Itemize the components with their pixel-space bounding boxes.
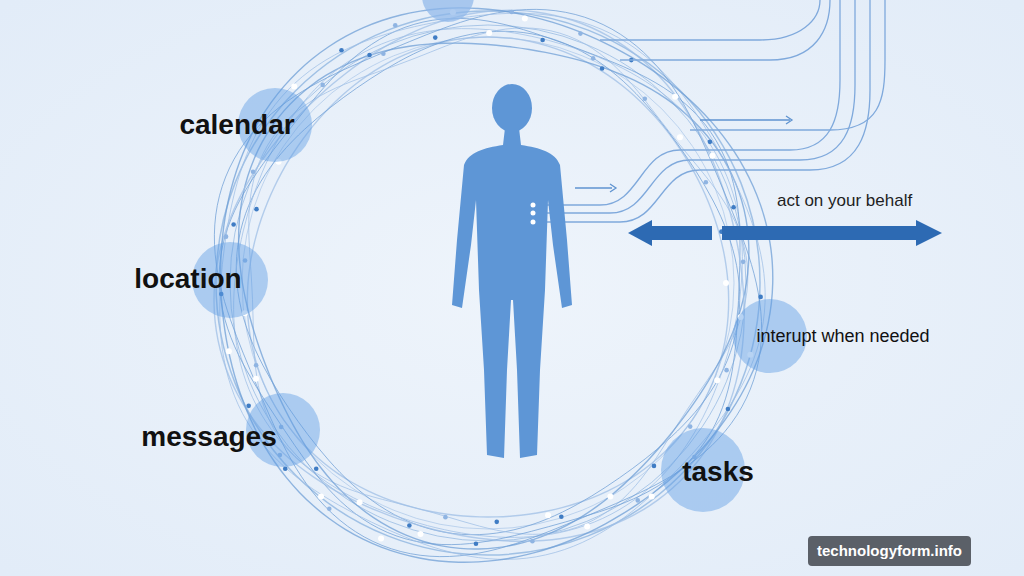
data-dot	[418, 531, 424, 537]
data-dot	[291, 83, 297, 89]
data-dot	[522, 16, 528, 22]
data-dot	[253, 376, 259, 382]
data-dot	[433, 35, 438, 40]
data-dot	[530, 539, 535, 544]
data-dot	[318, 493, 324, 499]
calendar-circle: calendar	[238, 88, 312, 162]
data-dot	[584, 524, 590, 530]
data-dot	[607, 493, 613, 499]
data-dot	[494, 520, 499, 525]
data-dot	[339, 48, 344, 53]
data-dot	[357, 499, 363, 505]
node-label: messages	[141, 422, 276, 453]
data-dot	[704, 180, 709, 185]
data-dot	[367, 53, 372, 58]
data-dot	[709, 153, 715, 159]
data-dot	[486, 30, 492, 36]
data-dot	[231, 222, 236, 227]
data-dot	[327, 506, 332, 511]
interrupt-circle: interupt when needed	[733, 299, 807, 373]
data-dot	[254, 363, 259, 368]
wavy-line	[214, 10, 744, 541]
orbit-rings	[216, 11, 760, 555]
data-dot	[283, 466, 288, 471]
data-dot	[474, 541, 479, 546]
tasks-circle: tasks	[661, 428, 745, 512]
watermark: technologyform.info	[808, 536, 971, 566]
data-dot	[509, 10, 514, 15]
data-dot	[600, 66, 605, 71]
data-dot	[643, 96, 648, 101]
node-label: calendar	[179, 110, 294, 141]
node-label: location	[134, 264, 241, 295]
data-dot	[378, 536, 384, 542]
data-dot	[407, 523, 412, 528]
wavy-line	[220, 13, 765, 559]
double-arrow	[628, 220, 942, 246]
wavy-line	[247, 37, 728, 517]
messages-circle: messages	[246, 393, 320, 467]
human-figure	[452, 84, 572, 458]
data-dot	[741, 260, 746, 265]
data-dot	[723, 280, 729, 286]
data-dot	[672, 94, 678, 100]
data-dot	[246, 404, 251, 409]
data-dot	[708, 140, 713, 145]
data-dot	[381, 51, 386, 56]
data-dot	[393, 23, 398, 28]
data-dot	[578, 31, 583, 36]
data-dot	[254, 207, 259, 212]
data-dot	[635, 498, 640, 503]
data-dot	[559, 514, 564, 519]
wavy-lines	[214, 8, 773, 562]
data-dot	[677, 134, 683, 140]
data-dots	[219, 9, 763, 546]
data-dot	[731, 205, 736, 210]
data-dot	[443, 515, 448, 520]
wavy-line	[221, 8, 773, 562]
node-label: interupt when needed	[756, 327, 929, 347]
data-dot	[591, 56, 596, 61]
data-dot	[726, 407, 731, 412]
data-dot	[714, 377, 720, 383]
data-dot	[314, 466, 319, 471]
data-dot	[226, 348, 232, 354]
data-dot	[649, 493, 655, 499]
data-dot	[758, 295, 763, 300]
data-dot	[540, 38, 545, 43]
data-dot	[688, 424, 693, 429]
top-circle	[422, 0, 474, 22]
location-circle: location	[192, 242, 268, 318]
flow-lines	[540, 0, 885, 222]
data-dot	[224, 234, 229, 239]
data-dot	[251, 169, 256, 174]
data-dot	[320, 83, 325, 88]
action-label: act on your behalf	[777, 191, 912, 211]
node-label: tasks	[682, 457, 754, 488]
data-dot	[652, 464, 657, 469]
data-dot	[724, 368, 729, 373]
data-dot	[545, 512, 551, 518]
